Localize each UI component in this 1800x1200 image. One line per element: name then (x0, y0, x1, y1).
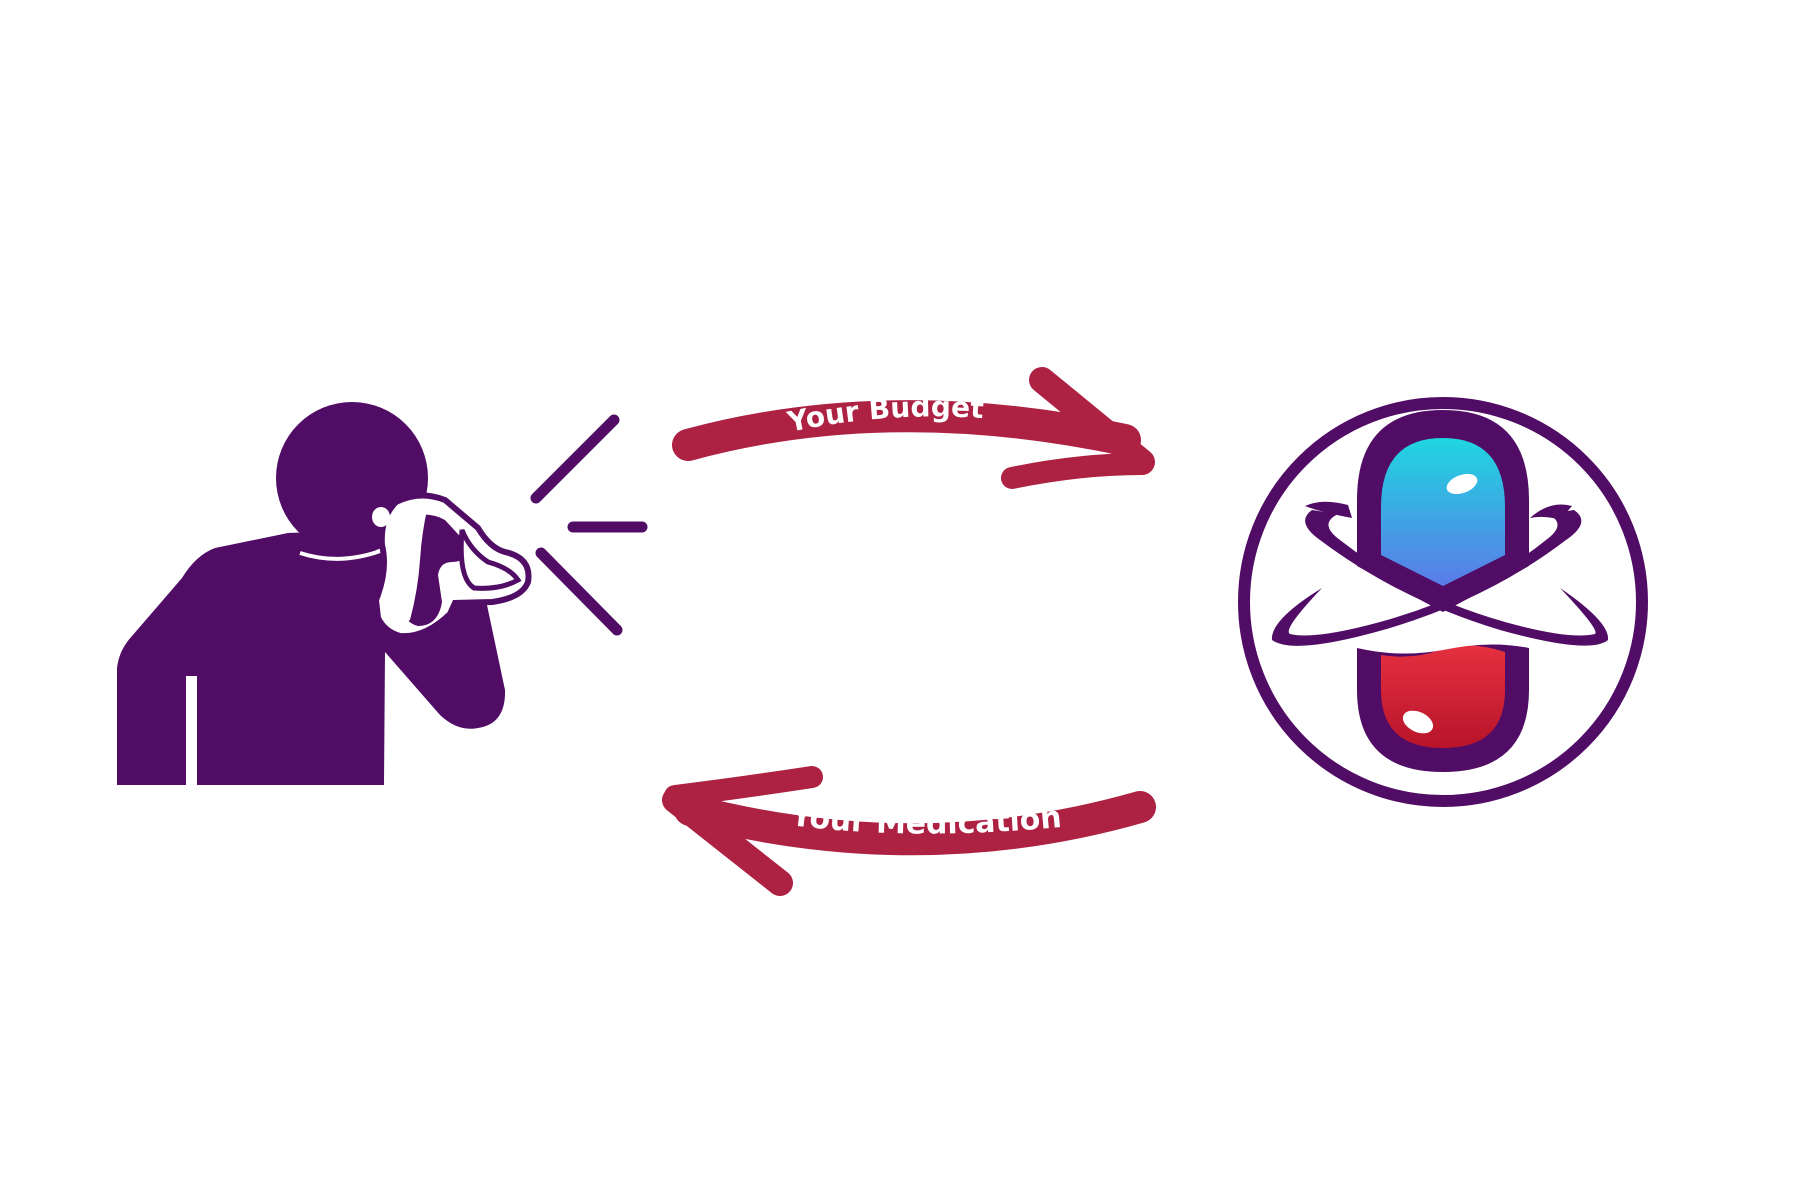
sneeze-line-top (530, 414, 620, 504)
person-eye (372, 507, 390, 527)
orbit-left-top (1305, 501, 1352, 518)
medication-arrow-head-lower (662, 787, 793, 896)
medication-arrow-shaft (674, 791, 1156, 856)
capsule-top-highlight (1446, 473, 1478, 495)
capsule-bottom-half (1381, 645, 1505, 748)
sneezing-person-icon (117, 402, 648, 785)
capsule-bottom-highlight (1402, 710, 1434, 734)
budget-arrow: Your Budget (672, 367, 1155, 489)
capsule-white-band (1357, 566, 1529, 654)
medication-arrow-label: Your Medication (788, 798, 1063, 841)
tissue-flap (458, 529, 522, 591)
capsule-top-half (1381, 438, 1505, 586)
budget-arrow-shaft (672, 400, 1141, 461)
budget-arrow-head-upper (1029, 367, 1155, 475)
budget-arrow-head-lower (1001, 453, 1153, 489)
capsule-orbit-logo-icon (1238, 397, 1648, 807)
sneeze-line-bottom (535, 547, 623, 636)
medication-arrow-head-upper (664, 766, 823, 807)
medication-arrow-label-text: Your Medication (788, 798, 1063, 841)
medication-arrow: Your Medication (662, 766, 1156, 896)
person-collar (299, 548, 384, 561)
tissue-sheet (382, 504, 428, 626)
